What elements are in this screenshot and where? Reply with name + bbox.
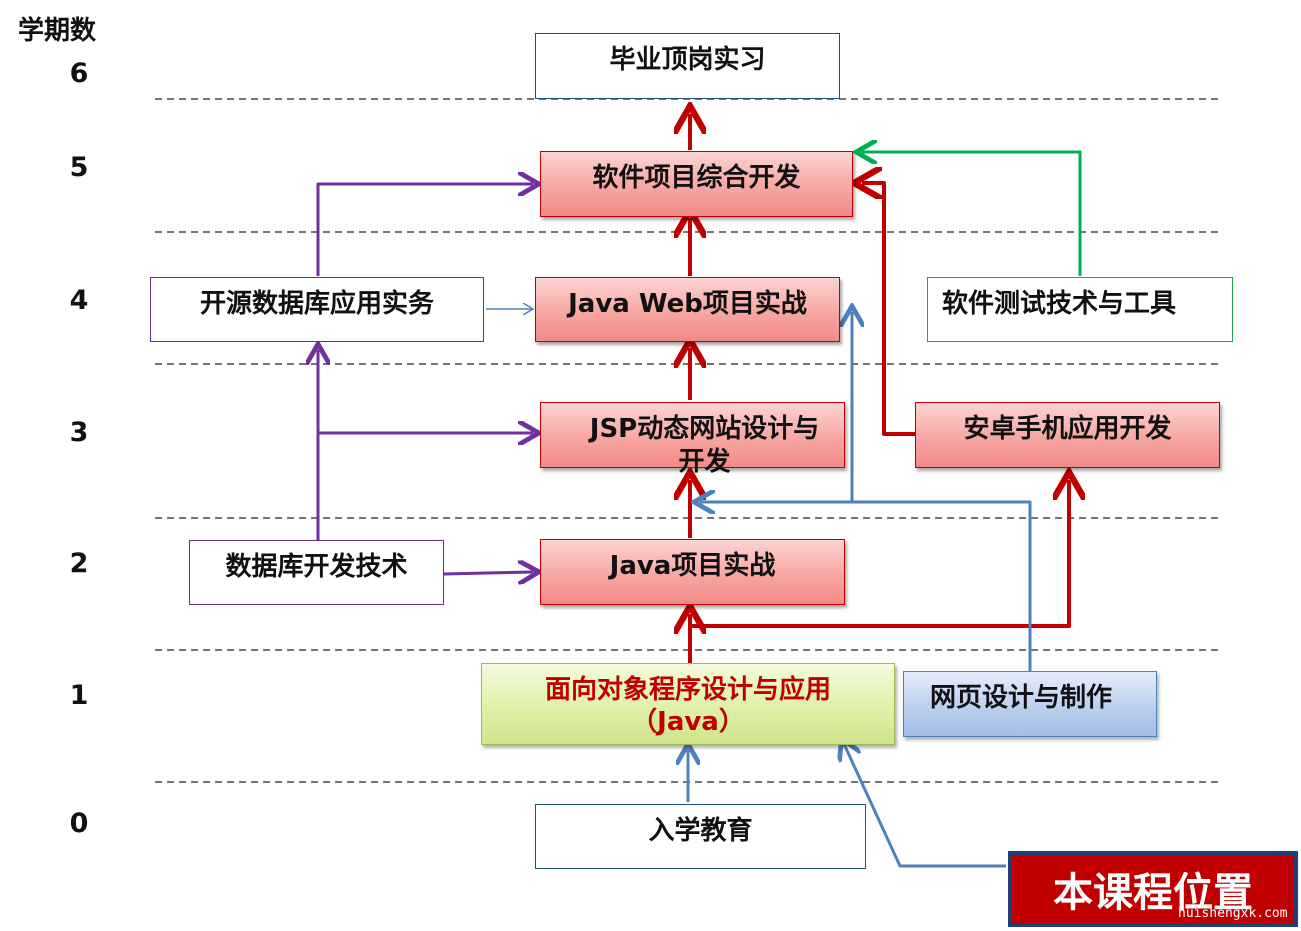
course-intro: 入学教育 xyxy=(535,804,866,869)
semester-5: 5 xyxy=(69,152,89,183)
arrow-position-pointer xyxy=(844,744,1006,868)
course-software-testing: 软件测试技术与工具 xyxy=(927,277,1233,342)
semester-4: 4 xyxy=(69,285,89,316)
arrow-dbdev-to-javaproject xyxy=(443,572,533,574)
course-internship: 毕业顶岗实习 xyxy=(535,33,840,99)
course-db-dev: 数据库开发技术 xyxy=(189,540,444,605)
course-software-project: 软件项目综合开发 xyxy=(540,151,853,217)
semester-3: 3 xyxy=(69,417,89,448)
course-oop-java-line1: 面向对象程序设计与应用 xyxy=(544,675,831,705)
course-jsp: JSP动态网站设计与开发 xyxy=(540,402,845,477)
course-oop-java: 面向对象程序设计与应用 （Java） xyxy=(481,663,895,745)
semester-2: 2 xyxy=(69,548,89,579)
course-java-web: Java Web项目实战 xyxy=(535,277,840,342)
course-oop-java-line2: （Java） xyxy=(631,707,745,737)
semester-1: 1 xyxy=(69,680,89,711)
semester-6: 6 xyxy=(69,58,89,89)
course-java-project: Java项目实战 xyxy=(540,539,845,605)
course-android: 安卓手机应用开发 xyxy=(915,402,1220,468)
watermark: huishengxk.com xyxy=(1178,906,1288,921)
course-open-source-db: 开源数据库应用实务 xyxy=(150,277,484,342)
current-course-position-label: 本课程位置 xyxy=(1008,851,1298,927)
arrow-testing-to-software-project xyxy=(862,152,1082,276)
course-web-design: 网页设计与制作 xyxy=(903,671,1157,737)
arrow-android-to-software-project xyxy=(862,183,915,436)
arrow-webdesign-to-jsp xyxy=(700,502,1032,672)
semester-0: 0 xyxy=(69,808,89,839)
arrow-opensource-to-software-project xyxy=(316,184,533,276)
arrow-oop-to-android xyxy=(690,480,1069,628)
axis-title: 学期数 xyxy=(18,16,97,46)
